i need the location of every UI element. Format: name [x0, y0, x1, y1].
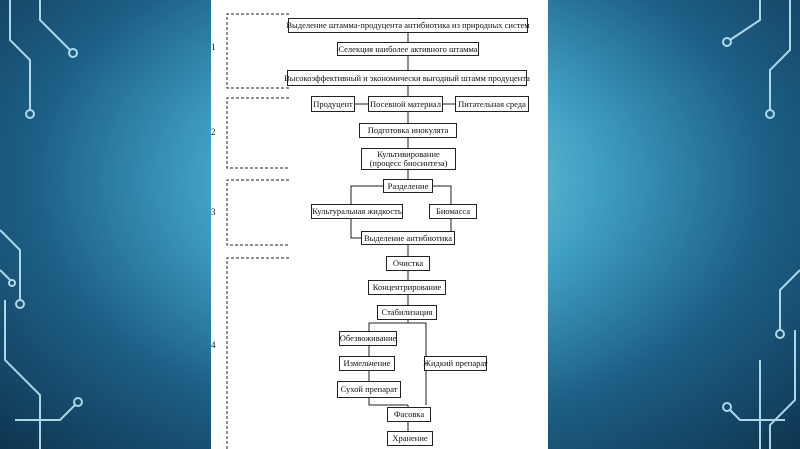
- box-storage: Хранение: [387, 431, 433, 446]
- stage-number-1: 1: [211, 42, 216, 52]
- box-biomass: Биомасса: [429, 204, 477, 219]
- box-dehydration: Обезвоживание: [339, 331, 397, 346]
- stage-number-4: 4: [211, 340, 216, 350]
- box-concentration: Концентрирование: [368, 280, 446, 295]
- box-isolation: Выделение штамма-продуцента антибиотика …: [286, 18, 530, 33]
- box-culture-liquid: Культуральная жидкость: [311, 204, 403, 219]
- box-liquid-prep: Жидкий препарат: [423, 356, 488, 371]
- box-dry-prep: Сухой препарат: [337, 381, 401, 398]
- diagram-panel: 1 2 3 4 Выделение штамма-продуцента анти…: [211, 0, 548, 449]
- box-medium: Питательная среда: [455, 96, 529, 112]
- box-cultivation: Культивирование (процесс биосинтеза): [361, 148, 456, 170]
- box-grinding: Измельчение: [339, 356, 395, 371]
- box-selection: Селекция наиболее активного штамма: [337, 42, 479, 56]
- box-inoculum: Подготовка инокулята: [359, 123, 457, 138]
- box-seed: Посевной материал: [368, 96, 443, 112]
- box-strain: Высокоэффективный и экономически выгодны…: [284, 70, 530, 86]
- circuit-decoration-right: [722, 0, 800, 449]
- stage-number-2: 2: [211, 127, 216, 137]
- box-separation: Разделение: [383, 179, 433, 193]
- box-purification: Очистка: [386, 256, 430, 271]
- circuit-decoration-left: [0, 0, 83, 449]
- box-antibiotic-isolation: Выделение антибиотика: [361, 231, 455, 245]
- box-packaging: Фасовка: [387, 407, 431, 422]
- cultivation-line2: (процесс биосинтеза): [369, 158, 448, 168]
- box-producer: Продуцент: [311, 96, 355, 112]
- box-stabilization: Стабилизация: [377, 305, 437, 320]
- stage-number-3: 3: [211, 207, 216, 217]
- cultivation-line1: Культивирование: [377, 149, 440, 159]
